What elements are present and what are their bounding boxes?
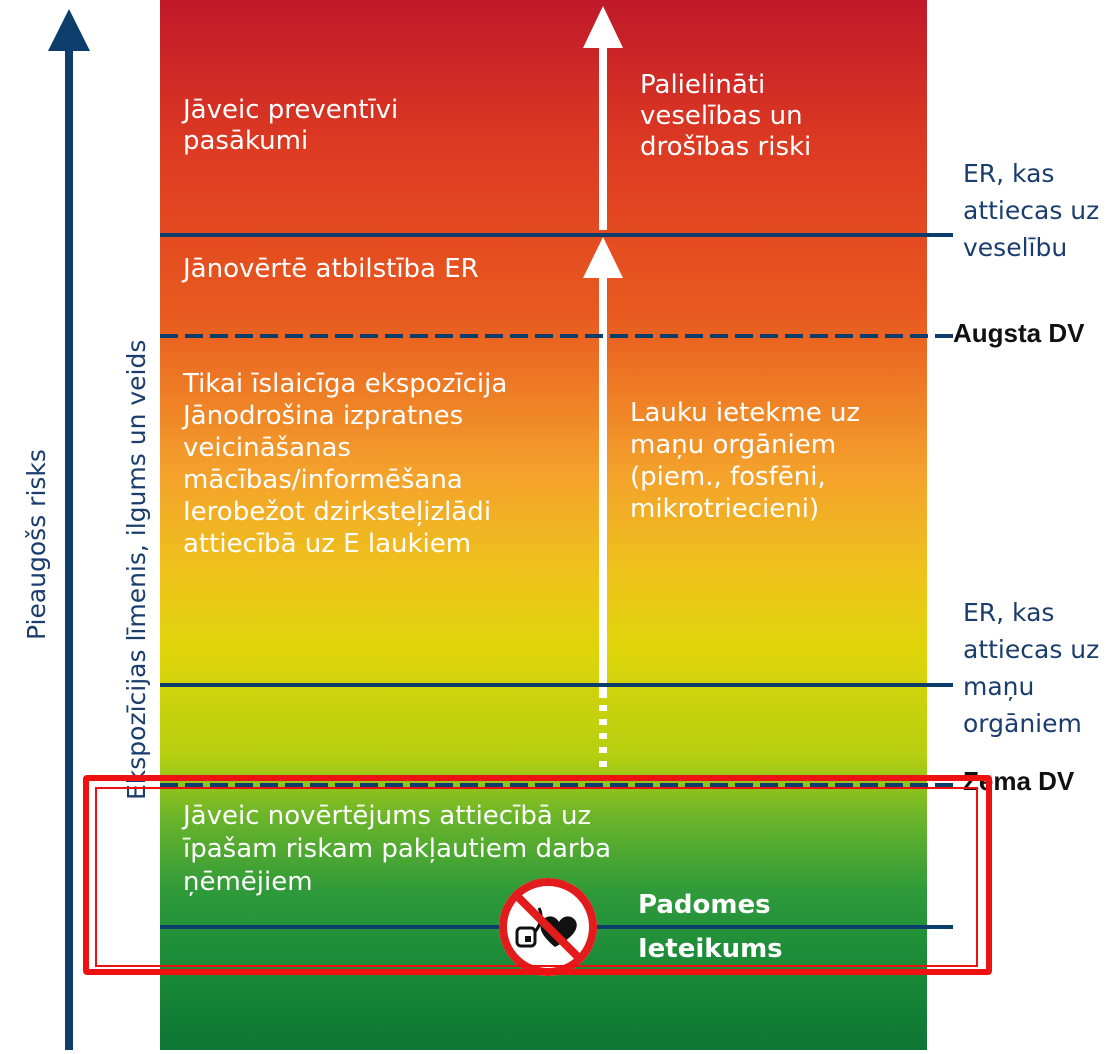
zone-text-bottom-left: Jāveic novērtējums attiecībā uz īpašam r… xyxy=(183,801,612,897)
no-pacemaker-icon xyxy=(495,874,601,980)
risk-arrow xyxy=(578,0,628,790)
zone-text-mid-upper-left: Jānovērtē atbilstība ER xyxy=(183,254,479,284)
zone-text-top-right: Palielināti veselības un drošības riski xyxy=(640,70,812,162)
er-health-label: ER, kas attiecas uz veselību xyxy=(963,159,1100,262)
highlight-rectangle xyxy=(83,775,992,975)
risk-gradient-column xyxy=(160,0,927,1050)
zone-text-council-recommendation: Padomes Ieteikums xyxy=(638,890,783,964)
zone-text-top-left: Jāveic preventīvi pasākumi xyxy=(183,95,399,156)
low-al-label: Zema DV xyxy=(963,766,1075,796)
zone-text-mid-left: Tikai īslaicīga ekspozīcija Jānodrošina … xyxy=(183,369,508,559)
er-sensory-label: ER, kas attiecas uz maņu orgāniem xyxy=(963,598,1100,738)
zone-text-mid-right: Lauku ietekme uz maņu orgāniem (piem., f… xyxy=(630,398,861,524)
highlight-inner-border xyxy=(95,787,978,967)
high-al-label: Augsta DV xyxy=(953,318,1085,348)
left-axis-arrow xyxy=(40,5,100,1050)
